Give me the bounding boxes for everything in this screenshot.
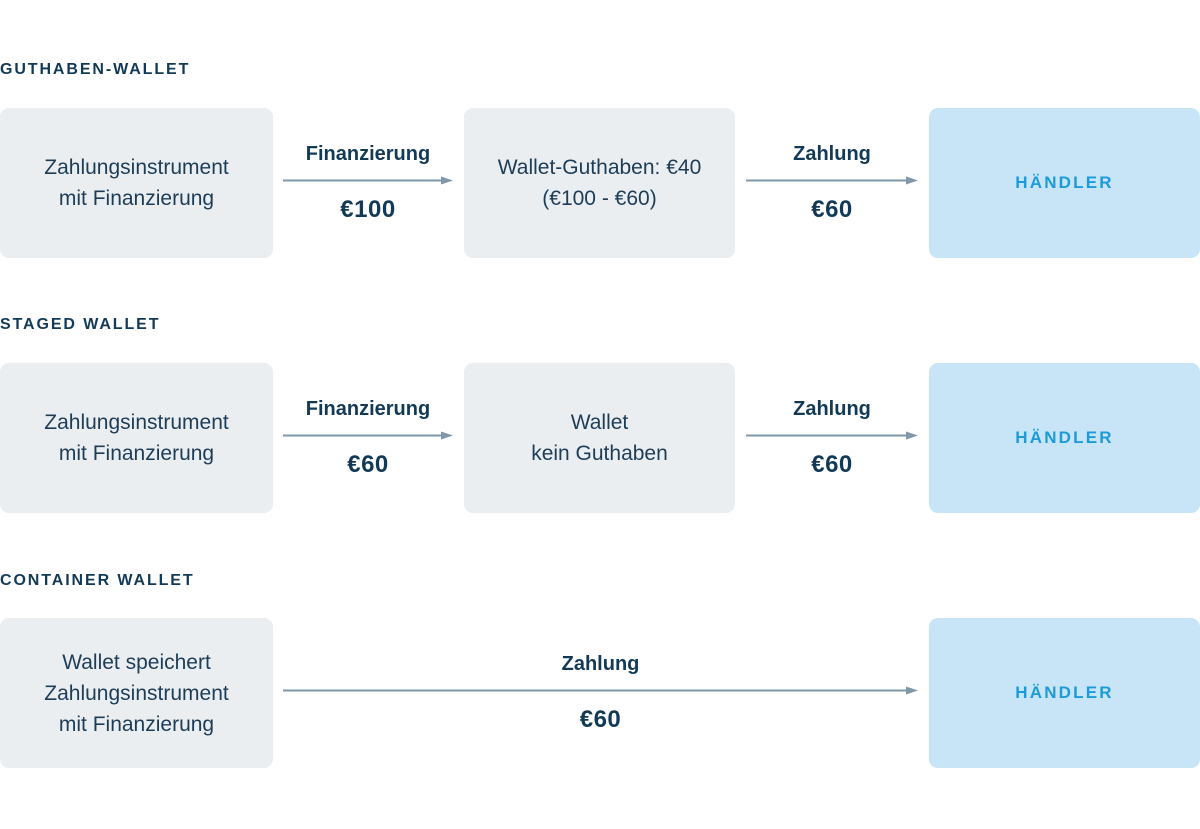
source-box-section-3: Wallet speichert Zahlungsinstrument mit … bbox=[0, 618, 273, 768]
arrow-payment-section-3: Zahlung €60 bbox=[283, 643, 918, 743]
source-box-line-1: Zahlungsinstrument bbox=[44, 411, 229, 434]
source-box-line-2: Zahlungsinstrument bbox=[44, 681, 229, 705]
merchant-label: HÄNDLER bbox=[1015, 173, 1114, 192]
arrow-amount-financing: €60 bbox=[347, 451, 389, 478]
arrow-amount-payment: €60 bbox=[811, 196, 853, 223]
arrow-label-payment: Zahlung bbox=[561, 653, 640, 675]
section-title-staged-wallet: STAGED WALLET bbox=[0, 316, 161, 333]
arrow-amount-financing: €100 bbox=[340, 196, 396, 223]
arrow-amount-payment: €60 bbox=[579, 706, 622, 733]
arrow-label-payment: Zahlung bbox=[793, 143, 871, 165]
source-box-section-2: Zahlungsinstrument mit Finanzierung bbox=[0, 363, 273, 513]
arrow-payment-section-1: Zahlung €60 bbox=[746, 133, 918, 233]
arrow-line-icon bbox=[283, 176, 453, 185]
arrow-line-icon bbox=[746, 176, 918, 185]
arrow-line-icon bbox=[283, 686, 918, 695]
arrow-line-icon bbox=[746, 431, 918, 440]
source-box-line-1: Wallet speichert bbox=[62, 650, 211, 674]
source-box-line-3: mit Finanzierung bbox=[58, 712, 215, 736]
arrow-amount-payment: €60 bbox=[811, 451, 853, 478]
merchant-box-section-2: HÄNDLER bbox=[929, 363, 1200, 513]
source-box-line-2: mit Finanzierung bbox=[58, 442, 215, 465]
middle-box-line-1: Wallet bbox=[570, 411, 629, 434]
arrow-line-icon bbox=[283, 431, 453, 440]
arrow-label-payment: Zahlung bbox=[793, 398, 871, 420]
section-title-guthaben-wallet: GUTHABEN-WALLET bbox=[0, 61, 191, 78]
arrow-label-financing: Finanzierung bbox=[305, 143, 431, 165]
middle-box-line-1: Wallet-Guthaben: €40 bbox=[497, 156, 702, 179]
merchant-box-section-1: HÄNDLER bbox=[929, 108, 1200, 258]
arrow-financing-section-2: Finanzierung €60 bbox=[283, 388, 453, 488]
merchant-box-section-3: HÄNDLER bbox=[929, 618, 1200, 768]
merchant-label: HÄNDLER bbox=[1015, 428, 1114, 447]
source-box-line-2: mit Finanzierung bbox=[58, 187, 215, 210]
source-box-section-1: Zahlungsinstrument mit Finanzierung bbox=[0, 108, 273, 258]
middle-box-section-1: Wallet-Guthaben: €40 (€100 - €60) bbox=[464, 108, 735, 258]
middle-box-section-2: Wallet kein Guthaben bbox=[464, 363, 735, 513]
arrow-payment-section-2: Zahlung €60 bbox=[746, 388, 918, 488]
section-title-container-wallet: CONTAINER WALLET bbox=[0, 572, 195, 589]
source-box-line-1: Zahlungsinstrument bbox=[44, 156, 229, 179]
arrow-financing-section-1: Finanzierung €100 bbox=[283, 133, 453, 233]
middle-box-line-2: (€100 - €60) bbox=[542, 187, 657, 210]
middle-box-line-2: kein Guthaben bbox=[531, 442, 668, 465]
arrow-label-financing: Finanzierung bbox=[305, 398, 431, 420]
merchant-label: HÄNDLER bbox=[1015, 683, 1114, 702]
